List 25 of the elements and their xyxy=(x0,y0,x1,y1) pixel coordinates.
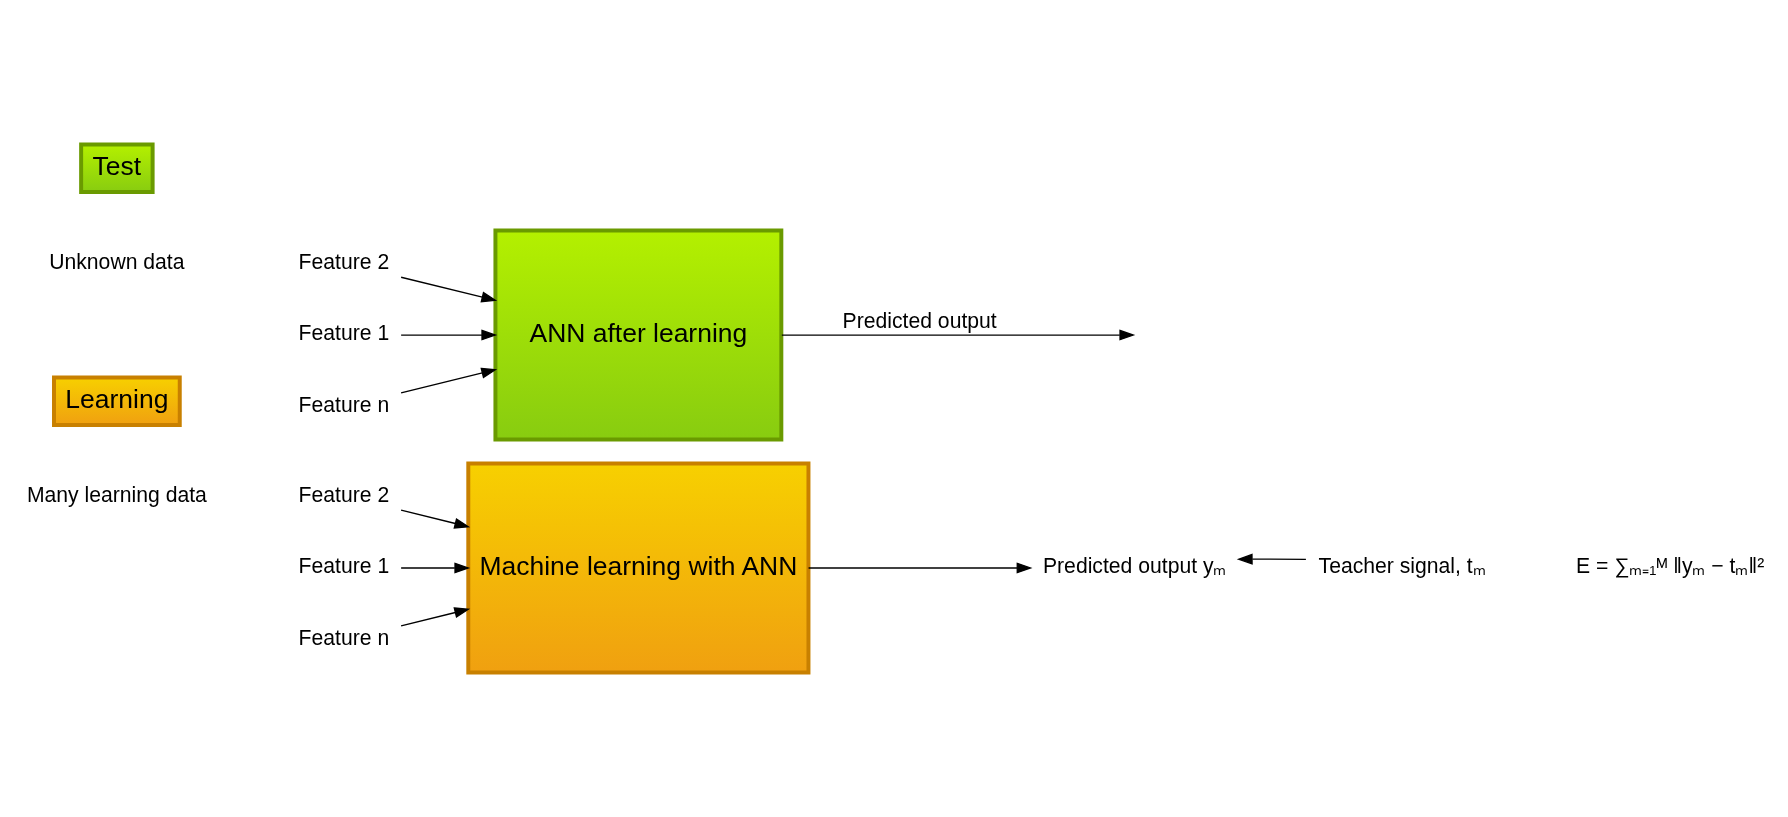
node-text: Teacher signal, tₘ xyxy=(1318,554,1486,578)
node-text: Feature 2 xyxy=(298,482,389,506)
node-box: Learning xyxy=(51,375,182,428)
label: E = ∑ₘ₌₁ᴹ ‖yₘ − tₘ‖² xyxy=(1575,554,1764,578)
node-box: Test xyxy=(78,142,155,195)
node-box: ANN after learning xyxy=(492,228,783,442)
node-text: Feature 1 xyxy=(298,554,389,578)
arrow xyxy=(807,562,1032,574)
label: Unknown data xyxy=(48,249,185,273)
arrow xyxy=(1236,553,1307,565)
arrow xyxy=(399,276,497,303)
edge-label: Predicted output xyxy=(842,309,997,333)
node-text: Feature 1 xyxy=(298,321,389,345)
arrow xyxy=(399,367,497,394)
arrow xyxy=(780,329,1135,341)
arrow xyxy=(399,329,497,341)
label: Many learning data xyxy=(26,482,207,506)
arrow xyxy=(399,509,470,529)
node-text: Feature 2 xyxy=(298,249,389,273)
arrow xyxy=(399,607,470,627)
node-text: Feature n xyxy=(298,392,389,416)
node-box: Machine learning with ANN xyxy=(465,461,810,675)
node-text: Feature n xyxy=(298,625,389,649)
arrow xyxy=(399,562,470,574)
node-text: Predicted output yₘ xyxy=(1042,554,1226,578)
